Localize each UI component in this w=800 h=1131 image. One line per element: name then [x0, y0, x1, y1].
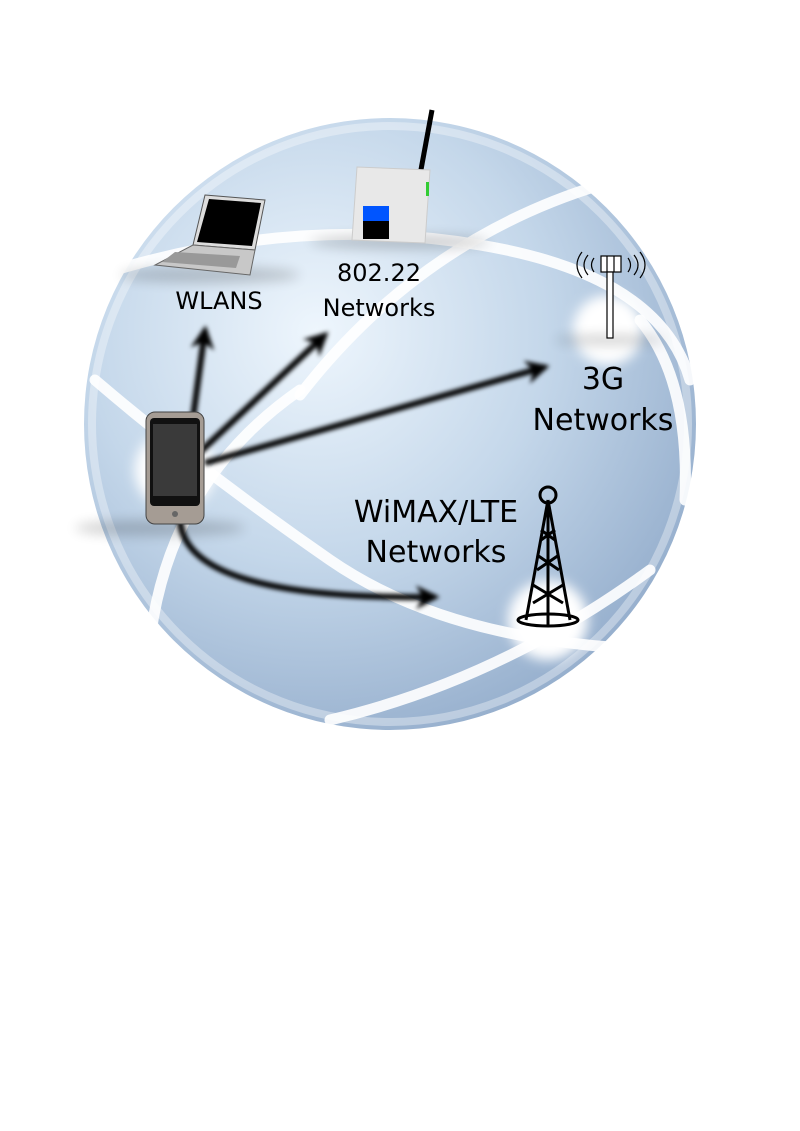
arrow-to-wimax	[177, 519, 440, 610]
laptop-icon	[153, 194, 266, 276]
wimax-label-line1: WiMAX/LTE	[354, 495, 518, 530]
cell-antenna-icon	[576, 251, 646, 339]
wran-label-line2: Networks	[323, 294, 436, 322]
connection-arrows	[177, 325, 550, 610]
arrow-to-3g	[204, 360, 550, 466]
wlans-label: WLANS	[175, 287, 262, 315]
3g-label-line2: Networks	[533, 403, 674, 438]
smartphone-icon	[145, 411, 205, 525]
3g-label-line1: 3G	[582, 362, 624, 397]
radio-tower-icon	[516, 485, 580, 628]
wireless-router-icon	[351, 109, 435, 244]
arrow-to-802-22	[197, 331, 329, 455]
wimax-label-line2: Networks	[366, 535, 507, 570]
wran-label-line1: 802.22	[337, 259, 421, 287]
